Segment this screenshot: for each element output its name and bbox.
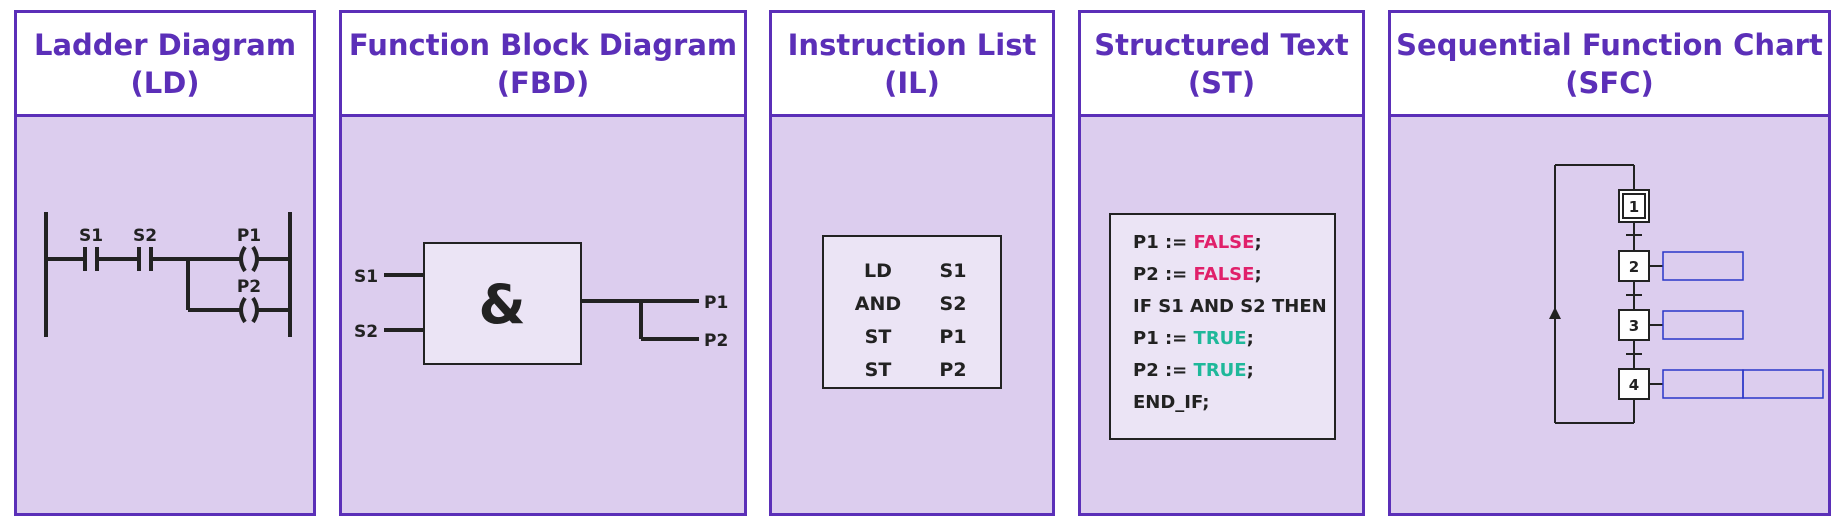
- coil-p2-left: [239, 296, 247, 324]
- sequential-function-chart: 1 2 3 4: [1549, 164, 1824, 424]
- st-true-literal: TRUE: [1193, 360, 1247, 381]
- step-4-label: 4: [1629, 376, 1639, 394]
- st-line-6: END_IF;: [1133, 392, 1210, 413]
- and-block: [423, 242, 582, 365]
- fbd-output-p1: P1: [704, 293, 728, 313]
- step-4-action-2: [1742, 369, 1824, 399]
- st-true-literal: TRUE: [1193, 328, 1247, 349]
- il-operand: S1: [939, 260, 967, 282]
- st-code-box: P1 := FALSE; P2 := FALSE; IF S1 AND S2 T…: [1109, 213, 1336, 440]
- coil-p2-right: [251, 296, 259, 324]
- il-code-box: LD S1 AND S2 ST P1 ST P2: [822, 235, 1002, 389]
- fbd-abbr: (FBD): [496, 65, 590, 100]
- fbd-panel: Function Block Diagram (FBD) S1 S2 & P1 …: [339, 10, 747, 516]
- step-2-label: 2: [1629, 258, 1639, 276]
- st-panel: Structured Text (ST) P1 := FALSE; P2 := …: [1078, 10, 1365, 516]
- il-panel: Instruction List (IL) LD S1 AND S2 ST P1…: [769, 10, 1055, 516]
- il-abbr: (IL): [884, 65, 940, 100]
- fbd-header: Function Block Diagram (FBD): [342, 13, 744, 117]
- st-line-5: P2 := TRUE;: [1133, 360, 1254, 381]
- fbd-input-s1: S1: [354, 267, 378, 287]
- il-operand: P1: [939, 326, 967, 348]
- step-3-label: 3: [1629, 317, 1639, 335]
- fbd-operator: &: [478, 273, 525, 336]
- contact-s1-label: S1: [79, 226, 103, 246]
- coil-p1-label: P1: [237, 226, 261, 246]
- loop-arrow-icon: [1549, 307, 1561, 319]
- ld-title: Ladder Diagram: [33, 27, 297, 62]
- st-abbr: (ST): [1187, 65, 1256, 100]
- ld-body: S1 S2 P1 P2: [17, 117, 313, 513]
- st-header: Structured Text (ST): [1081, 13, 1362, 117]
- il-op: ST: [864, 359, 892, 381]
- coil-p1-right: [251, 245, 259, 273]
- sfc-abbr: (SFC): [1565, 65, 1654, 100]
- il-op: AND: [854, 293, 902, 315]
- ld-header: Ladder Diagram (LD): [17, 13, 313, 117]
- function-block-diagram: S1 S2 & P1 P2: [354, 242, 728, 365]
- il-title: Instruction List: [787, 27, 1037, 62]
- st-line-2: P2 := FALSE;: [1133, 264, 1262, 285]
- il-op: ST: [864, 326, 892, 348]
- st-title: Structured Text: [1094, 27, 1349, 62]
- coil-p1-left: [239, 245, 247, 273]
- sfc-title: Sequential Function Chart: [1396, 27, 1823, 62]
- il-header: Instruction List (IL): [772, 13, 1052, 117]
- initial-step-inner: [1622, 193, 1646, 219]
- il-operand: S2: [939, 293, 967, 315]
- step-4-box: [1618, 368, 1650, 400]
- step-3-action: [1662, 310, 1744, 340]
- st-line-3: IF S1 AND S2 THEN: [1133, 296, 1327, 317]
- step-2-box: [1618, 250, 1650, 282]
- ld-panel: Ladder Diagram (LD): [14, 10, 316, 516]
- sfc-panel: Sequential Function Chart (SFC): [1388, 10, 1831, 516]
- step-4-action-1: [1662, 369, 1744, 399]
- st-line-4: P1 := TRUE;: [1133, 328, 1254, 349]
- st-false-literal: FALSE: [1193, 264, 1255, 285]
- step-2-action: [1662, 251, 1744, 281]
- step-3-box: [1618, 309, 1650, 341]
- coil-p2-label: P2: [237, 277, 261, 297]
- st-false-literal: FALSE: [1193, 232, 1255, 253]
- contact-s2-label: S2: [133, 226, 157, 246]
- ld-abbr: (LD): [130, 65, 200, 100]
- il-op: LD: [864, 260, 892, 282]
- fbd-output-p2: P2: [704, 331, 728, 351]
- step-1-label: 1: [1629, 198, 1639, 216]
- fbd-title: Function Block Diagram: [348, 27, 738, 62]
- sfc-header: Sequential Function Chart (SFC): [1391, 13, 1828, 117]
- fbd-input-s2: S2: [354, 322, 378, 342]
- st-body: P1 := FALSE; P2 := FALSE; IF S1 AND S2 T…: [1081, 117, 1362, 513]
- il-body: LD S1 AND S2 ST P1 ST P2: [772, 117, 1052, 513]
- ladder-diagram: S1 S2 P1 P2: [44, 212, 292, 337]
- st-line-1: P1 := FALSE;: [1133, 232, 1262, 253]
- sfc-body: 1 2 3 4: [1391, 117, 1828, 513]
- il-operand: P2: [939, 359, 967, 381]
- fbd-body: S1 S2 & P1 P2: [342, 117, 744, 513]
